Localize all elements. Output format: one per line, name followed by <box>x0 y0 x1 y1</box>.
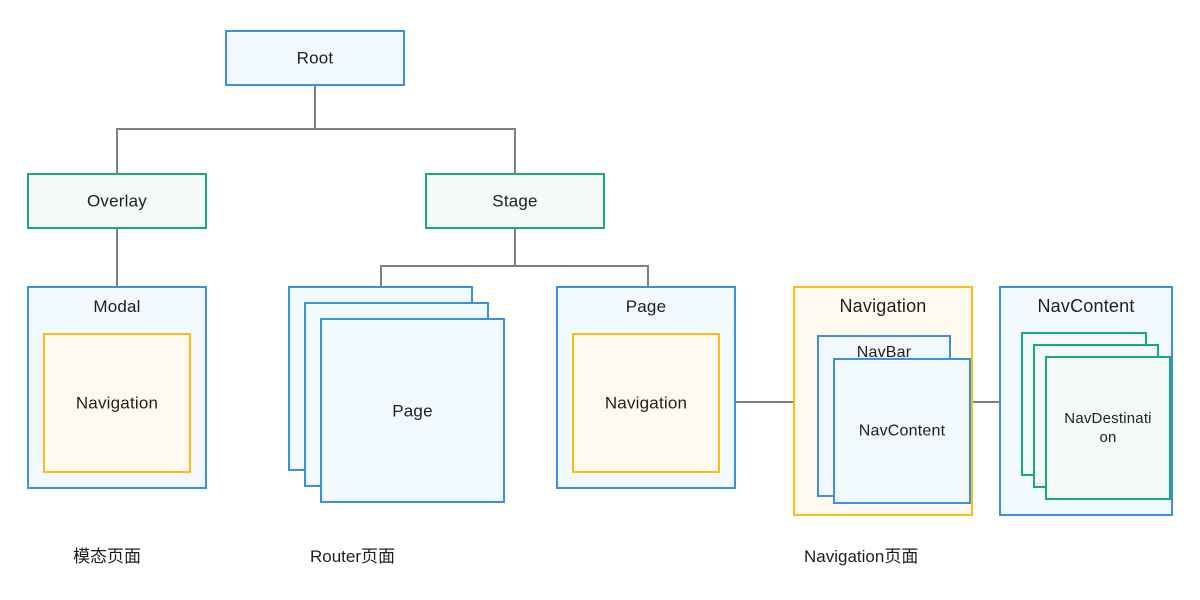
node-overlay-label: Overlay <box>87 191 147 211</box>
connector-navcontent-link-upper <box>966 401 1000 403</box>
node-stage-label: Stage <box>492 191 538 211</box>
nav-destination-card-front[interactable]: NavDestinati on <box>1045 356 1171 500</box>
node-navigation-group[interactable]: Navigation NavBar NavContent <box>793 286 973 516</box>
connector-root-bar <box>116 128 516 130</box>
nav-destination-label: NavDestinati on <box>1064 410 1152 446</box>
node-navcontent-inner-label: NavContent <box>858 422 946 440</box>
router-page-card-front[interactable]: Page <box>320 318 505 503</box>
connector-stage-down <box>514 228 516 266</box>
connector-to-page <box>647 265 649 287</box>
node-modal-navigation-label: Navigation <box>75 393 159 413</box>
node-root-label: Root <box>296 48 334 68</box>
connector-root-down <box>314 85 316 130</box>
node-navcontent-group-label: NavContent <box>1037 296 1135 316</box>
node-router-page-stack[interactable]: Page <box>288 286 518 516</box>
node-page[interactable]: Page Navigation <box>556 286 736 489</box>
node-modal-label: Modal <box>93 297 141 316</box>
node-modal[interactable]: Modal Navigation <box>27 286 207 489</box>
node-page-navigation[interactable]: Navigation <box>572 333 720 473</box>
node-overlay[interactable]: Overlay <box>27 173 207 229</box>
node-root[interactable]: Root <box>225 30 405 86</box>
connector-stage-bar <box>380 265 648 267</box>
caption-modal-page: 模态页面 <box>73 547 141 566</box>
node-navigation-group-label: Navigation <box>839 296 927 316</box>
router-page-label: Page <box>392 401 433 420</box>
node-navcontent-group[interactable]: NavContent NavDestinati on <box>999 286 1173 516</box>
connector-navigation-link <box>731 401 795 403</box>
node-page-navigation-label: Navigation <box>604 393 688 413</box>
connector-to-overlay <box>116 128 118 173</box>
node-navcontent-inner[interactable]: NavContent <box>833 358 971 504</box>
connector-overlay-modal <box>116 228 118 286</box>
node-page-label: Page <box>625 297 667 316</box>
caption-navigation-page: Navigation页面 <box>804 547 919 566</box>
connector-to-stage <box>514 128 516 173</box>
caption-router-page: Router页面 <box>310 547 396 566</box>
connector-to-router-pages <box>380 265 382 287</box>
node-stage[interactable]: Stage <box>425 173 605 229</box>
node-modal-navigation[interactable]: Navigation <box>43 333 191 473</box>
node-navbar-label: NavBar <box>856 344 912 361</box>
